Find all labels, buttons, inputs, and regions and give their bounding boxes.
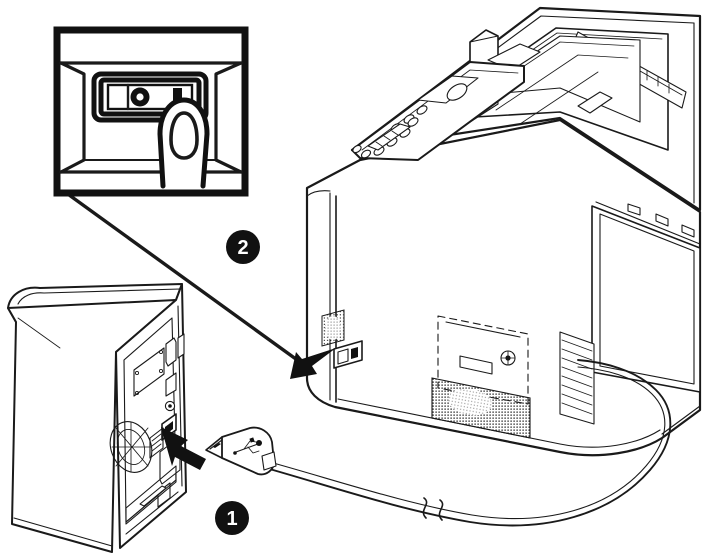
arrow-to-printer-usb-port [290, 348, 336, 379]
printer-side-louvers [559, 331, 595, 425]
callout-badge-2: 2 [226, 230, 260, 264]
computer-expansion-slots [125, 465, 179, 535]
control-panel-function-keys [367, 123, 411, 151]
printer-mesh-vent [431, 377, 531, 439]
arrow-to-computer-usb-port [161, 427, 206, 470]
usb-type-a-plug [205, 426, 277, 476]
printer-usb-port [333, 340, 363, 369]
computer-tower [7, 283, 187, 553]
computer-vent-block [149, 427, 164, 459]
inset-scene [59, 61, 243, 189]
usb-cable [205, 359, 672, 527]
callout-badge-1: 1 [215, 501, 249, 535]
usb-trident-icon [233, 437, 262, 455]
printer-rear-panel [591, 201, 701, 393]
printer-left-vent [321, 309, 345, 347]
power-switch-on-symbol [173, 88, 182, 106]
callout-badge-1-label: 1 [226, 508, 237, 530]
output-tray [469, 35, 641, 125]
inset-leader-line [63, 190, 302, 364]
callout-badge-2-label: 2 [237, 237, 248, 259]
finger-pressing-switch [157, 97, 210, 189]
power-switch-detail-inset [53, 26, 249, 197]
power-switch-off-symbol [130, 87, 150, 107]
printer-control-panel [351, 61, 525, 161]
cable-break-symbol [422, 497, 444, 521]
printer [305, 6, 702, 457]
